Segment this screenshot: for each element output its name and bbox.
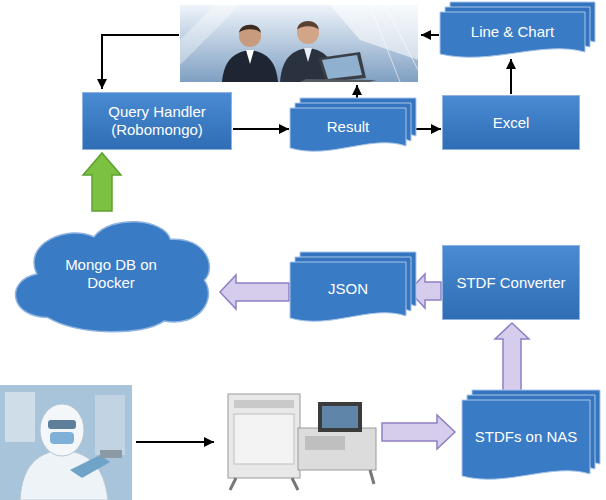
node-label: Query Handler (Robomongo) — [90, 103, 224, 139]
document-sheet — [462, 400, 590, 479]
node-label: Mongo DB on Docker — [51, 256, 171, 292]
node-label: Line & Chart — [471, 23, 554, 41]
flow-arrow — [102, 35, 179, 89]
cloud-shape — [16, 222, 210, 332]
block-arrow — [382, 415, 455, 449]
document-stack: STDFs on NAS — [462, 400, 590, 480]
database-cloud: Mongo DB on Docker — [5, 212, 217, 336]
block-arrow — [220, 275, 289, 309]
flow-arrow — [233, 128, 289, 130]
node-label: JSON — [328, 280, 368, 298]
block-arrow — [495, 323, 529, 399]
node-label: STDF Converter — [456, 274, 565, 292]
document-sheet — [290, 108, 406, 151]
node-label: Result — [327, 118, 370, 136]
flow-arrow — [421, 34, 439, 36]
node-label: STDFs on NAS — [475, 428, 578, 446]
flow-arrow — [356, 85, 358, 99]
cleanroom-photo — [0, 385, 132, 500]
node-label: Excel — [493, 114, 530, 132]
document-sheet — [290, 262, 406, 321]
tester-machine — [228, 394, 376, 490]
process-box: STDF Converter — [442, 245, 580, 320]
block-arrow — [83, 153, 121, 211]
process-box: Query Handler (Robomongo) — [82, 92, 232, 150]
flow-arrow — [510, 59, 512, 94]
process-box: Excel — [442, 95, 580, 150]
business-photo — [180, 5, 418, 82]
document-sheet — [440, 12, 585, 57]
document-stack: JSON — [290, 262, 406, 322]
document-stack: Line & Chart — [440, 12, 585, 58]
flow-arrow — [136, 441, 214, 443]
document-stack: Result — [290, 108, 406, 152]
